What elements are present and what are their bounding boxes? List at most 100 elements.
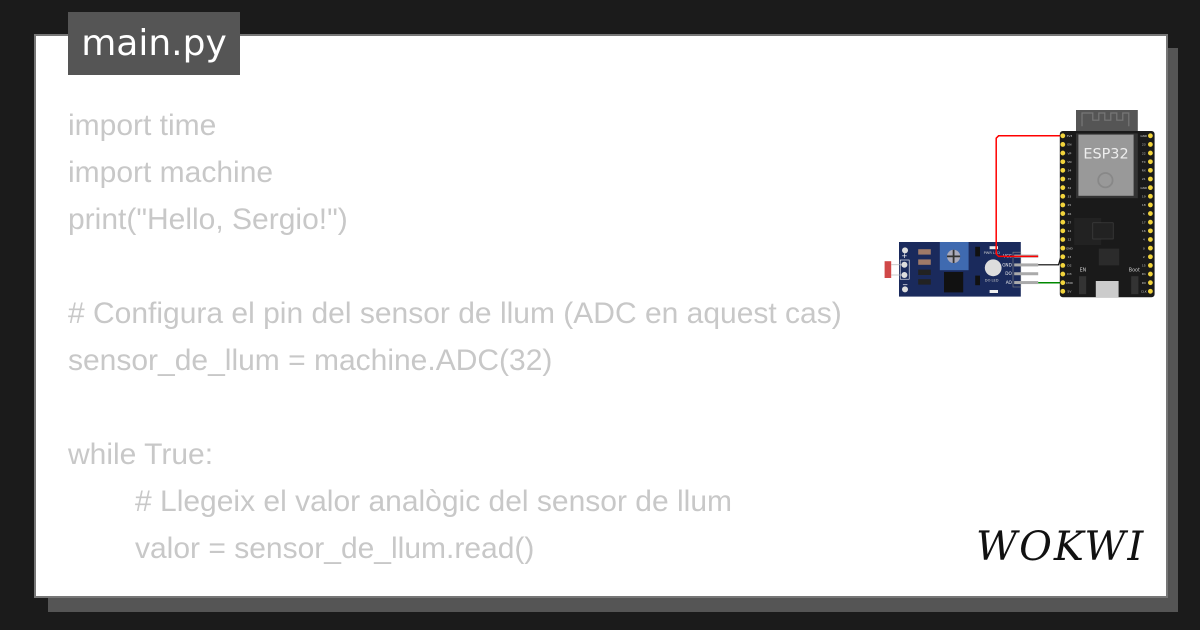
esp32-label: ESP32 — [1083, 147, 1128, 163]
esp32-pin-right[interactable] — [1148, 288, 1153, 294]
usb-port — [1095, 281, 1119, 298]
esp32-pin-right[interactable] — [1148, 254, 1153, 260]
esp32-pin-left[interactable] — [1060, 245, 1066, 251]
sensor-pin[interactable] — [1014, 281, 1039, 285]
esp32-pin-right[interactable] — [1148, 237, 1153, 242]
esp32-board[interactable]: ESP32 EN Boot 3V3ENVPVN34353233252627141… — [1059, 110, 1155, 298]
esp32-pin-right[interactable] — [1148, 245, 1153, 251]
esp32-pin-right[interactable] — [1148, 219, 1153, 225]
code-line: # Llegeix el valor analògic del sensor d… — [135, 485, 733, 518]
pin-label: 14 — [1067, 229, 1071, 233]
plus-label: + — [901, 251, 907, 260]
pin-label: VP — [1067, 151, 1071, 155]
pin-label: 13 — [1067, 255, 1071, 259]
esp32-pin-left[interactable] — [1060, 167, 1066, 173]
esp32-pin-left[interactable] — [1060, 159, 1066, 165]
pin-label: 26 — [1067, 212, 1071, 216]
esp32-pin-right[interactable] — [1148, 263, 1153, 268]
esp32-pin-right[interactable] — [1148, 167, 1153, 173]
ic-chip — [944, 272, 964, 293]
pin-label: 4 — [1143, 238, 1145, 242]
pin-label: GND — [1066, 246, 1074, 250]
esp32-pin-right[interactable] — [1148, 150, 1153, 156]
file-tab[interactable]: main.py — [68, 12, 240, 75]
pin-label: RX — [1142, 169, 1146, 173]
pin-label: 16 — [1142, 229, 1146, 233]
pin-label: 2 — [1143, 255, 1145, 259]
esp32-pin-left[interactable] — [1060, 263, 1066, 268]
esp32-pin-left[interactable] — [1060, 202, 1066, 208]
pin-label: D0 — [1142, 281, 1146, 285]
photoresistor — [884, 261, 892, 278]
pin-label: 17 — [1142, 220, 1146, 224]
sensor-pin-label: DO — [1005, 271, 1012, 276]
esp32-pin-left[interactable] — [1060, 237, 1066, 242]
esp32-pin-right[interactable] — [1148, 271, 1153, 277]
pin-label: 19 — [1142, 194, 1146, 198]
pin-label: 3V3 — [1066, 134, 1072, 138]
en-button[interactable] — [1079, 276, 1087, 295]
esp32-pin-left[interactable] — [1060, 228, 1066, 234]
esp32-pin-right[interactable] — [1148, 193, 1153, 199]
esp32-pin-left[interactable] — [1060, 150, 1066, 156]
pin-label: D3 — [1067, 272, 1071, 276]
pin-label: 25 — [1067, 203, 1071, 207]
sensor-pin[interactable] — [1014, 263, 1039, 267]
preview-card — [34, 34, 1168, 598]
esp32-pin-right[interactable] — [1148, 202, 1153, 208]
boot-button[interactable] — [1131, 276, 1139, 295]
esp32-pin-right[interactable] — [1148, 142, 1153, 147]
pwr-led-label: PWR LED — [984, 251, 1001, 255]
code-line: while True: — [68, 438, 214, 471]
esp32-pin-left[interactable] — [1060, 142, 1066, 147]
pin-label: 0 — [1143, 246, 1145, 250]
pin-label: 23 — [1142, 143, 1146, 147]
esp32-pin-right[interactable] — [1148, 280, 1153, 286]
pin-label: EN — [1067, 143, 1071, 147]
esp32-pin-right[interactable] — [1148, 159, 1153, 165]
esp32-pin-left[interactable] — [1060, 288, 1066, 294]
esp32-pin-left[interactable] — [1060, 211, 1066, 216]
wokwi-logo: WOKWI — [976, 524, 1146, 570]
code-line: print("Hello, Sergio!") — [68, 203, 348, 236]
code-line: # Configura el pin del sensor de llum (A… — [68, 297, 842, 330]
esp32-pin-right[interactable] — [1148, 133, 1153, 139]
pin-label: D1 — [1142, 272, 1146, 276]
esp32-pin-left[interactable] — [1060, 193, 1066, 199]
pin-label: 5 — [1143, 212, 1145, 216]
pin-label: CMD — [1066, 281, 1074, 285]
esp32-pin-left[interactable] — [1060, 185, 1066, 191]
pin-label: D2 — [1067, 264, 1071, 268]
pin-label: 18 — [1142, 203, 1146, 207]
pin-label: 32 — [1067, 186, 1071, 190]
pin-label: 5V — [1067, 290, 1072, 294]
esp32-pin-left[interactable] — [1060, 280, 1066, 286]
esp32-pin-right[interactable] — [1148, 176, 1153, 182]
led — [984, 259, 1002, 277]
sensor-pin[interactable] — [1014, 272, 1039, 276]
esp32-pin-right[interactable] — [1148, 228, 1153, 234]
esp32-pin-left[interactable] — [1060, 219, 1066, 225]
pin-label: 22 — [1142, 151, 1146, 155]
pin-label: 35 — [1067, 177, 1071, 181]
esp32-pin-left[interactable] — [1060, 176, 1066, 182]
pin-label: CLK — [1141, 290, 1148, 294]
esp32-pin-right[interactable] — [1148, 211, 1153, 216]
pin-label: GND — [1140, 186, 1148, 190]
boot-label: Boot — [1129, 267, 1140, 273]
pin-label: GND — [1140, 134, 1148, 138]
esp32-pin-left[interactable] — [1060, 254, 1066, 260]
wire-vcc[interactable] — [995, 135, 1063, 258]
pin-label: 33 — [1067, 194, 1071, 198]
pin-label: 15 — [1142, 264, 1146, 268]
esp32-pin-right[interactable] — [1148, 185, 1153, 191]
code-line: import time — [68, 109, 217, 142]
espressif-logo-icon — [1097, 172, 1114, 189]
pin-label: 12 — [1067, 238, 1071, 242]
sensor-pin-label: GND — [1002, 262, 1012, 267]
esp32-pin-left[interactable] — [1060, 271, 1066, 277]
esp32-pin-left[interactable] — [1060, 133, 1066, 139]
